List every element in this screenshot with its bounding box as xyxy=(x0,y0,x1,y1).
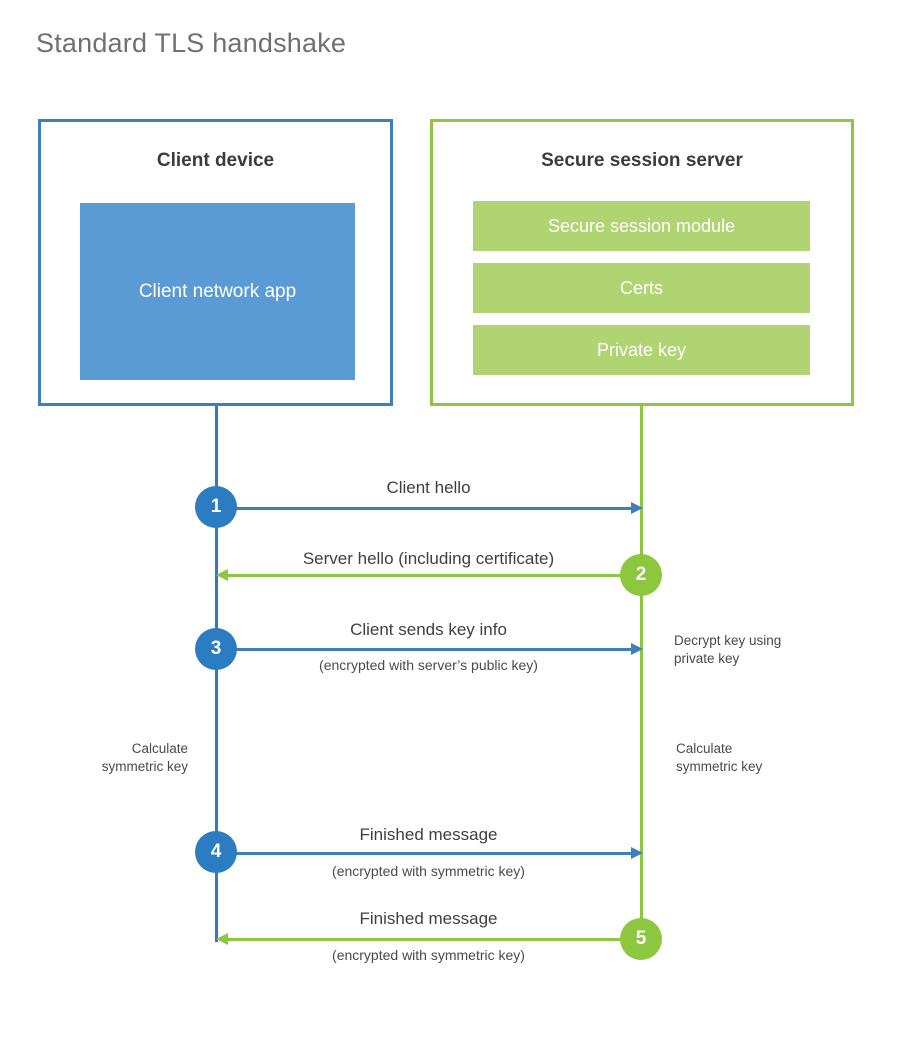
secure-session-server-box: Secure session server Secure session mod… xyxy=(430,119,854,406)
step-4-label: Finished message xyxy=(359,825,498,844)
step-3-sublabel: (encrypted with server’s public key) xyxy=(319,657,538,673)
server-lifeline xyxy=(640,406,643,940)
step-5-sublabel: (encrypted with symmetric key) xyxy=(332,947,525,963)
client-device-title: Client device xyxy=(156,150,275,171)
step-5-marker[interactable]: 5 xyxy=(620,918,662,960)
server-component-secure-session-module: Secure session module xyxy=(473,201,810,251)
note-decrypt-key-line-2: private key xyxy=(674,650,740,666)
note-client-calculate-symmetric-key: Calculate symmetric key xyxy=(20,740,188,776)
client-lifeline xyxy=(215,406,218,942)
step-2-marker[interactable]: 2 xyxy=(620,554,662,596)
step-2-arrow-server-to-client xyxy=(216,569,627,581)
step-4-sublabel: (encrypted with symmetric key) xyxy=(332,863,525,879)
step-1-label: Client hello xyxy=(386,478,471,497)
arrowhead-left-icon xyxy=(216,569,228,581)
note-server-calculate-line-1: Calculate xyxy=(676,741,733,756)
arrowhead-right-icon xyxy=(631,643,643,655)
step-5-label: Finished message xyxy=(359,909,498,928)
arrowhead-right-icon xyxy=(631,502,643,514)
step-5-arrow-server-to-client xyxy=(216,933,627,945)
step-4-arrow-client-to-server xyxy=(216,847,643,859)
arrowhead-right-icon xyxy=(631,847,643,859)
step-1-marker[interactable]: 1 xyxy=(195,486,237,528)
step-3-marker[interactable]: 3 xyxy=(195,628,237,670)
note-server-calculate-line-2: symmetric key xyxy=(676,758,763,774)
page-title: Standard TLS handshake xyxy=(36,28,347,58)
note-client-calculate-line-1: Calculate xyxy=(131,741,188,756)
server-component-private-key: Private key xyxy=(473,325,810,375)
step-1-arrow-client-to-server xyxy=(216,502,643,514)
step-4-marker[interactable]: 4 xyxy=(195,831,237,873)
server-component-certs: Certs xyxy=(473,263,810,313)
step-3-arrow-client-to-server xyxy=(216,643,643,655)
client-network-app-block: Client network app xyxy=(80,203,355,380)
client-device-box: Client device Client network app xyxy=(38,119,393,406)
arrowhead-left-icon xyxy=(216,933,228,945)
step-2-label: Server hello (including certificate) xyxy=(302,549,555,568)
note-client-calculate-line-2: symmetric key xyxy=(101,758,188,774)
step-3-label: Client sends key info xyxy=(350,620,507,639)
secure-session-server-title: Secure session server xyxy=(541,150,743,171)
note-decrypt-key-line-1: Decrypt key using xyxy=(674,633,782,648)
note-server-calculate-symmetric-key: Calculate symmetric key xyxy=(676,740,866,776)
note-decrypt-key: Decrypt key using private key xyxy=(674,632,864,668)
server-component-list: Secure session module Certs Private key xyxy=(473,201,810,387)
